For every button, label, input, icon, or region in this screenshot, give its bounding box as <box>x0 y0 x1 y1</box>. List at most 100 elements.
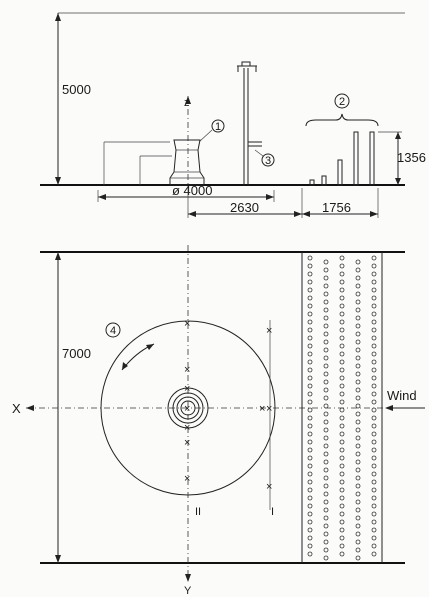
roughness-dot <box>355 467 361 473</box>
roughness-dot <box>339 519 345 525</box>
roughness-dot <box>307 479 313 485</box>
roughness-dot <box>323 483 329 489</box>
tower-height-label: 1356 <box>397 150 426 165</box>
roughness-dot <box>371 543 377 549</box>
measurement-points-i: × × × × <box>259 325 272 493</box>
wind-label: Wind <box>387 388 417 403</box>
roughness-dot <box>355 555 361 561</box>
roughness-dot <box>323 539 329 545</box>
section-i-label: I <box>271 506 274 518</box>
z-axis-arrow <box>185 96 191 104</box>
x-axis-arrow <box>26 405 34 411</box>
roughness-dot <box>371 511 377 517</box>
roughness-dot <box>307 287 313 293</box>
field-length-label: 7000 <box>62 346 91 361</box>
roughness-dot <box>339 487 345 493</box>
roughness-element <box>309 179 315 186</box>
svg-text:×: × <box>184 473 190 485</box>
roughness-dot <box>371 447 377 453</box>
roughness-dot <box>339 279 345 285</box>
roughness-dot <box>307 455 313 461</box>
callout-2-circle <box>334 93 350 109</box>
roughness-dot <box>307 383 313 389</box>
roughness-dot <box>339 463 345 469</box>
roughness-dot <box>371 487 377 493</box>
roughness-dot <box>355 523 361 529</box>
roughness-dot <box>339 383 345 389</box>
callout-3-leader <box>254 149 264 157</box>
roughness-dot <box>323 323 329 329</box>
roughness-dot <box>307 311 313 317</box>
roughness-dot <box>339 535 345 541</box>
roughness-dot <box>323 515 329 521</box>
arrow-head <box>55 177 61 185</box>
y-axis-arrow <box>185 574 191 582</box>
roughness-dot <box>355 539 361 545</box>
roughness-dot-pattern <box>307 255 377 561</box>
callout-1-text: 1 <box>215 121 221 133</box>
roughness-dot <box>355 443 361 449</box>
roughness-dot <box>371 519 377 525</box>
roughness-dot <box>339 391 345 397</box>
roughness-dot <box>307 367 313 373</box>
arrow-head <box>266 194 274 200</box>
roughness-dot <box>307 519 313 525</box>
roughness-dot <box>339 511 345 517</box>
roughness-dot <box>323 291 329 297</box>
roughness-dot <box>371 455 377 461</box>
arrow-head <box>188 211 196 217</box>
roughness-dot <box>339 311 345 317</box>
roughness-dot <box>371 255 377 261</box>
callout-1-circle <box>211 119 225 133</box>
callout-4-circle <box>105 322 121 338</box>
roughness-dot <box>339 471 345 477</box>
roughness-dot <box>371 431 377 437</box>
roughness-dot <box>323 427 329 433</box>
callout-2-text: 2 <box>339 96 345 108</box>
roughness-dot <box>307 255 313 261</box>
roughness-dot <box>355 387 361 393</box>
arrow-head <box>98 194 106 200</box>
roughness-dot <box>323 523 329 529</box>
roughness-dot <box>339 399 345 405</box>
roughness-dot <box>371 495 377 501</box>
roughness-dot <box>339 431 345 437</box>
measurement-points-ii: × × × × × × × <box>184 318 190 485</box>
roughness-dot <box>323 371 329 377</box>
roughness-element <box>369 131 375 186</box>
roughness-dot <box>339 495 345 501</box>
svg-text:×: × <box>266 481 272 493</box>
roughness-dot <box>323 419 329 425</box>
arrow-head <box>122 362 128 370</box>
roughness-dot <box>371 407 377 413</box>
roughness-dot <box>339 439 345 445</box>
diameter-label: ø 4000 <box>172 183 212 198</box>
arrow-head <box>55 555 61 563</box>
roughness-dot <box>355 515 361 521</box>
roughness-dot <box>355 339 361 345</box>
roughness-dot <box>339 295 345 301</box>
roughness-dot <box>307 351 313 357</box>
height-label: 5000 <box>62 82 91 97</box>
roughness-dot <box>339 327 345 333</box>
section-ii-label: II <box>195 506 201 518</box>
roughness-dot <box>323 347 329 353</box>
roughness-dot <box>371 463 377 469</box>
roughness-dot <box>323 411 329 417</box>
roughness-dot <box>307 423 313 429</box>
roughness-dot <box>355 531 361 537</box>
roughness-dot <box>371 535 377 541</box>
roughness-dot <box>339 359 345 365</box>
svg-text:×: × <box>184 422 190 434</box>
arrow-head <box>395 178 401 185</box>
roughness-dot <box>307 471 313 477</box>
roughness-dot <box>371 263 377 269</box>
roughness-dot <box>355 371 361 377</box>
roughness-dot <box>339 447 345 453</box>
svg-text:×: × <box>184 364 190 376</box>
roughness-dot <box>323 259 329 265</box>
arrow-head <box>395 132 401 139</box>
callout-1-leader <box>198 129 213 143</box>
